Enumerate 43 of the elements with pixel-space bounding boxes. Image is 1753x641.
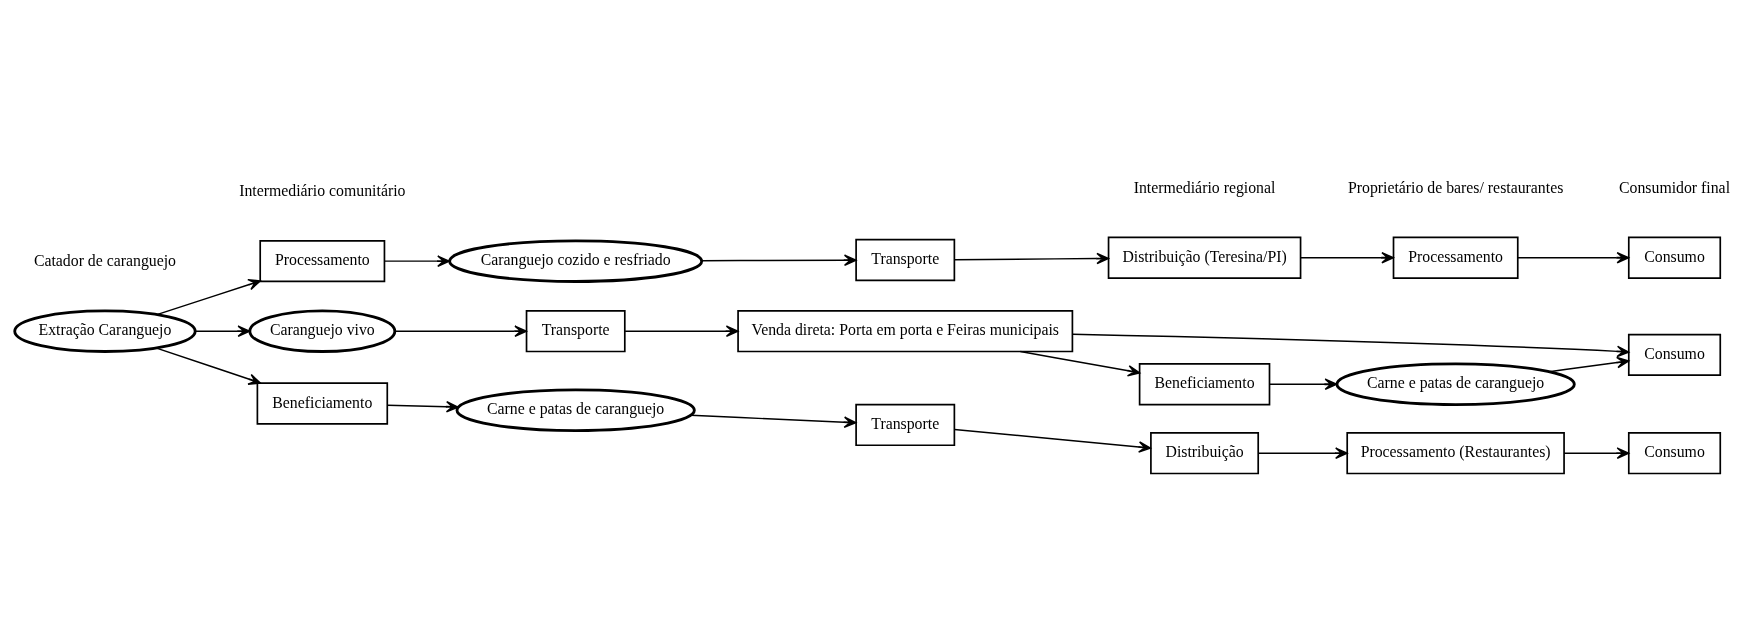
arrow (624, 324, 739, 337)
node-ellipse: Caranguejo cozido e resfriado (448, 238, 704, 283)
arrow (1563, 446, 1630, 459)
node-box: Processamento (259, 239, 386, 282)
node-box: Processamento (1392, 236, 1519, 279)
node-ellipse: Carne e patas de caranguejo (455, 388, 696, 432)
label: Intermediário regional (1133, 178, 1276, 196)
node-box: Distribuição (Teresina/PI) (1107, 236, 1302, 279)
arrow (394, 324, 527, 337)
arrow (701, 253, 857, 266)
node-box: Consumo (1627, 431, 1722, 474)
node-box: Beneficiamento (256, 381, 389, 425)
arrow (953, 252, 1110, 264)
node-ellipse: Extração Caranguejo (13, 308, 197, 353)
arrow (1019, 350, 1141, 377)
arrow (690, 414, 857, 428)
arrow (1257, 446, 1348, 459)
arrow (1517, 251, 1630, 264)
label: Consumidor final (1619, 178, 1731, 196)
arrow (953, 428, 1152, 453)
node-box: Distribuição (1150, 431, 1260, 474)
arrow (155, 346, 262, 385)
node-ellipse: Caranguejo vivo (248, 308, 397, 353)
arrow (156, 278, 261, 315)
arrow (383, 254, 450, 267)
node-box: Processamento (Restaurantes) (1346, 431, 1565, 474)
node-box: Venda direta: Porta em porta e Feiras municipais (737, 309, 1074, 352)
node-box: Transporte (855, 403, 956, 446)
arrow (1548, 356, 1630, 372)
node-box: Beneficiamento (1138, 362, 1271, 405)
label: Proprietário de bares/ restaurantes (1347, 178, 1564, 196)
arrow (1071, 333, 1630, 357)
node-box: Transporte (855, 238, 956, 281)
node-ellipse: Carne e patas de caranguejo (1335, 362, 1576, 406)
node-box: Consumo (1627, 236, 1722, 279)
arrow (386, 400, 459, 413)
arrow (1269, 377, 1338, 390)
node-box: Consumo (1627, 333, 1722, 376)
arrow (194, 324, 251, 337)
node-box: Transporte (525, 309, 626, 352)
label: Catador de caranguejo (33, 251, 177, 269)
arrow (1300, 251, 1394, 264)
label: Intermediário comunitário (239, 181, 406, 199)
